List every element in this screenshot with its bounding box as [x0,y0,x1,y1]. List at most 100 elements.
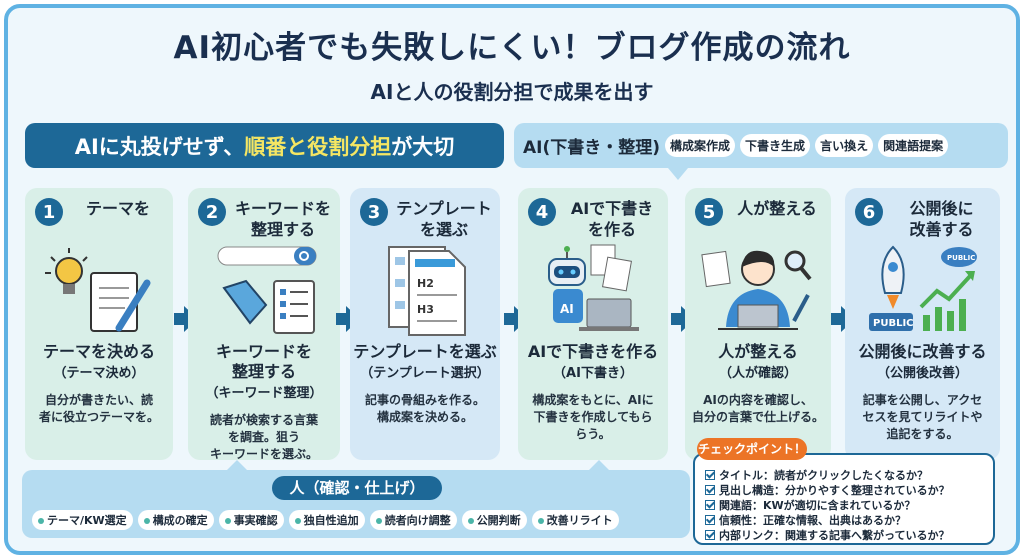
step-number-badge: 2 [198,198,226,226]
page-title: AI初心者でも失敗しにくい！ブログ作成の流れ [173,30,851,66]
human-tag-label: 読者向け調整 [384,514,451,527]
step-description: AIの内容を確認し、 自分の言葉で仕上げる。 [691,393,824,424]
step-body: 人が整える （人が確認） AIの内容を確認し、 自分の言葉で仕上げる。 [683,342,833,426]
step-heading: 公開後に 改善する [909,199,974,239]
checkbox-checked-icon [705,500,715,510]
step-illustration [25,240,173,340]
step-title: 人が整える [718,342,798,361]
search-tag-icon [217,246,317,334]
human-tags: テーマ/KW選定 構成の確定 事実確認 独自性追加 読者向け調整 公開判断 改善リライト [32,510,619,530]
step-body: テーマを決める （テーマ決め） 自分が書きたい、読 者に役立つテーマを。 [23,342,175,426]
step-subtitle: （AI下書き） [553,366,633,381]
checklist-item: 見出し構造：分かりやすく整理されているか？ [705,483,993,498]
checklist-item: 関連語：KWが適切に含まれているか？ [705,498,993,513]
human-tag: テーマ/KW選定 [32,510,133,530]
step-title: テーマを決める [42,342,155,361]
step-subtitle: （テンプレート選択） [360,366,490,381]
step-description: 記事を公開し、アクセ セスを見てリライトや 追記をする。 [862,393,983,441]
h2-label: H2 [417,277,434,290]
step-body: 公開後に改善する （公開後改善） 記事を公開し、アクセ セスを見てリライトや 追記を… [843,342,1002,443]
step-number-badge: 5 [695,198,723,226]
step-number-badge: 3 [360,198,388,226]
ai-tag: 構成案作成 [665,134,736,157]
checklist-item-text: 内部リンク：関連する記事へ繋がっているか？ [719,529,950,542]
step-subtitle: （公開後改善） [876,366,968,381]
bullet-dot-icon [375,518,382,524]
step-heading: キーワードを 整理する [234,199,331,239]
bullet-dot-icon [537,518,544,524]
ai-role-label: AI(下書き・整理) [523,138,661,158]
checklist-item-text: 信頼性：正確な情報、出典はあるか？ [719,514,906,527]
bullet-dot-icon [224,518,231,524]
human-tag-label: 構成の確定 [152,514,208,527]
ai-role-box: AI(下書き・整理) 構成案作成 下書き生成 言い換え 関連語提案 [514,123,1008,180]
step-description: 読者が検索する言葉 を調査。狙う キーワードを選ぶ。 [209,413,318,461]
bullet-dot-icon [143,518,150,524]
checkbox-checked-icon [705,515,715,525]
human-tag: 事実確認 [218,510,284,530]
bullet-dot-icon [294,518,301,524]
human-tag-label: 公開判断 [476,514,521,527]
step-title: キーワードを 整理する [215,342,312,381]
checklist-item: 信頼性：正確な情報、出典はあるか？ [705,513,993,528]
human-tag-label: 改善リライト [546,514,613,527]
step-subtitle: （テーマ決め） [53,366,145,381]
human-tag-label: 独自性追加 [303,514,359,527]
step-body: AIで下書きを作る（AI下書き）構成案をもとに、AIに 下書きを作成してもら ら… [516,342,670,443]
checklist-item-text: 見出し構造：分かりやすく整理されているか？ [719,484,950,497]
human-tag: 公開判断 [461,510,527,530]
human-tag: 読者向け調整 [369,510,457,530]
checkbox-checked-icon [705,530,715,540]
ai-tag: 言い換え [815,134,874,157]
step-heading: テンプレート を選ぶ [396,199,492,239]
step-heading: テーマを [85,199,150,218]
ai-chip-label: AI [560,302,574,316]
page-subtitle: AIと人の役割分担で成果を出す [370,80,654,104]
banner-text-post: が大切 [391,134,455,159]
checklist-item-text: タイトル：読者がクリックしたくなるか？ [719,469,928,482]
ai-tag: 下書き生成 [740,134,811,157]
bullet-dot-icon [467,518,474,524]
step-subtitle: （人が確認） [718,366,797,381]
public-sign-label: PUBLIC [873,318,914,329]
key-message-banner: AIに丸投げせず、 順番と役割分担 が大切 [25,123,504,168]
human-tag: 改善リライト [531,510,619,530]
bullet-dot-icon [38,518,44,524]
step-description: 自分が書きたい、読 者に役立つテーマを。 [38,393,159,424]
human-role-box: 人（確認・仕上げ） テーマ/KW選定 構成の確定 事実確認 独自性追加 読者向け調整 公開… [22,460,690,538]
step-heading: 人が整える [737,199,817,218]
step-body: テンプレートを選ぶ （テンプレート選択） 記事の骨組みを作る。 構成案を決める。 [348,342,502,426]
checklist-item: 内部リンク：関連する記事へ繋がっているか？ [705,528,993,543]
step-description: 記事の骨組みを作る。 構成案を決める。 [364,393,485,424]
step-title: テンプレートを選ぶ [353,342,497,361]
human-role-label: 人（確認・仕上げ） [272,476,442,500]
h3-label: H3 [417,303,434,316]
step-number-badge: 6 [855,198,883,226]
step-illustration [685,240,831,340]
step-body: キーワードを 整理する （キーワード整理） 読者が検索する言葉 を調査。狙う キーワ… [186,342,342,463]
human-tag-label: 事実確認 [233,514,278,527]
step-title: 公開後に改善する [858,342,987,361]
step-number-badge: 4 [528,198,556,226]
step-title: AIで下書きを作る [527,342,659,361]
step-subtitle: （キーワード整理） [205,386,323,401]
human-tag-label: テーマ/KW選定 [47,514,127,527]
checkpoint-label: チェックポイント！ [697,438,807,460]
checklist-item: タイトル：読者がクリックしたくなるか？ [705,468,993,483]
human-tag: 独自性追加 [288,510,365,530]
ai-tag: 関連語提案 [878,134,949,157]
idea-notebook-icon [45,247,151,332]
step-number-badge: 1 [35,198,63,226]
checkbox-checked-icon [705,470,715,480]
banner-highlight: 順番と役割分担 [244,134,392,159]
ai-robot-icon: AI [548,244,639,331]
